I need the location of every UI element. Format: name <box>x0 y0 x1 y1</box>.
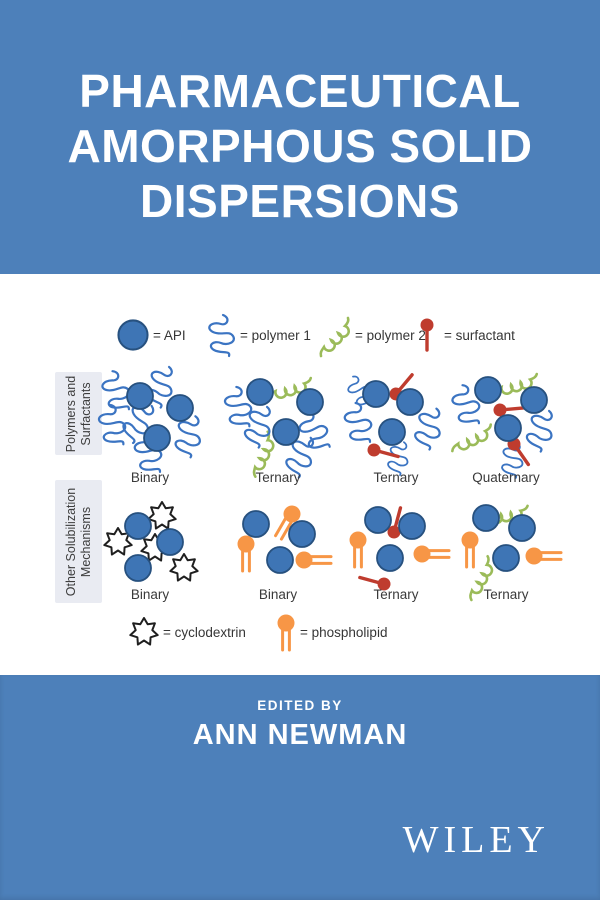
title-line-3: DISPERSIONS <box>140 175 460 227</box>
api-icon <box>520 386 548 414</box>
api-icon <box>126 382 154 410</box>
legend-api-label: = API <box>153 328 186 343</box>
editor-name: ANN NEWMAN <box>192 719 408 751</box>
api-icon <box>288 520 316 548</box>
cluster-ternary-surfactant <box>341 368 448 478</box>
book-title: PHARMACEUTICAL AMORPHOUS SOLID DISPERSIO… <box>0 64 600 229</box>
polymer2-icon <box>319 316 350 358</box>
phospholipid-icon <box>236 534 256 573</box>
phospholipid-icon <box>276 613 296 652</box>
cluster-binary-phospholipid <box>236 500 333 574</box>
cyclodextrin-icon <box>147 501 177 530</box>
api-icon <box>272 418 300 446</box>
api-icon <box>362 380 390 408</box>
phospholipid-icon <box>348 530 368 569</box>
phospholipid-icon <box>294 550 333 570</box>
api-icon <box>296 388 324 416</box>
edited-by-label: EDITED BY <box>257 698 343 713</box>
title-line-2: AMORPHOUS SOLID <box>67 120 533 172</box>
api-icon <box>492 544 520 572</box>
polymer1-icon <box>341 399 376 448</box>
surfactant-icon <box>418 316 436 352</box>
bottom-band: EDITED BY ANN NEWMAN WILEY <box>0 675 600 900</box>
cluster-caption: Ternary <box>483 587 529 602</box>
cluster-ternary-polymer2 <box>221 363 336 481</box>
cluster-caption: Binary <box>130 470 170 485</box>
cyclodextrin-icon <box>169 553 199 582</box>
api-icon <box>156 528 184 556</box>
cluster-caption: Quaternary <box>472 470 540 485</box>
api-icon <box>378 418 406 446</box>
top-band: PHARMACEUTICAL AMORPHOUS SOLID DISPERSIO… <box>0 0 600 274</box>
api-icon <box>472 504 500 532</box>
cyclodextrin-icon <box>129 617 159 646</box>
api-icon <box>242 510 270 538</box>
publisher-logo: WILEY <box>402 819 550 861</box>
cluster-binary-polymer <box>95 361 208 478</box>
cluster-binary-cyclodextrin <box>103 501 199 582</box>
api-icon <box>376 544 404 572</box>
phospholipid-icon <box>524 546 563 566</box>
cluster-ternary-phospholipid-polymer2 <box>460 488 563 602</box>
api-icon <box>124 512 152 540</box>
legend-surfactant-label: = surfactant <box>444 328 515 343</box>
cluster-caption: Ternary <box>373 587 419 602</box>
legend-polymer1-label: = polymer 1 <box>240 328 311 343</box>
api-icon <box>494 414 522 442</box>
cluster-quaternary <box>448 359 561 480</box>
legend-polymer2-label: = polymer 2 <box>355 328 426 343</box>
api-icon <box>364 506 392 534</box>
api-icon <box>143 424 171 452</box>
cluster-caption: Ternary <box>373 470 419 485</box>
legend-phospholipid-label: = phospholipid <box>300 625 388 640</box>
api-icon <box>124 554 152 582</box>
phospholipid-icon <box>412 544 451 564</box>
polymer1-icon <box>208 313 236 358</box>
api-icon <box>398 512 426 540</box>
polymer1-icon <box>521 405 561 455</box>
diagram-section: = API = polymer 1 = polymer 2 = surfacta… <box>0 274 600 675</box>
legend-cyclodextrin-label: = cyclodextrin <box>163 625 246 640</box>
api-icon <box>246 378 274 406</box>
title-line-1: PHARMACEUTICAL <box>79 65 521 117</box>
cluster-caption: Binary <box>130 587 170 602</box>
api-icon <box>117 319 149 351</box>
phospholipid-icon <box>460 530 480 569</box>
api-icon <box>474 376 502 404</box>
api-icon <box>166 394 194 422</box>
api-icon <box>508 514 536 542</box>
cluster-ternary-phospholipid-surfactant <box>348 504 451 594</box>
cluster-caption: Ternary <box>255 470 301 485</box>
api-icon <box>266 546 294 574</box>
api-icon <box>396 388 424 416</box>
cluster-caption: Binary <box>258 587 298 602</box>
